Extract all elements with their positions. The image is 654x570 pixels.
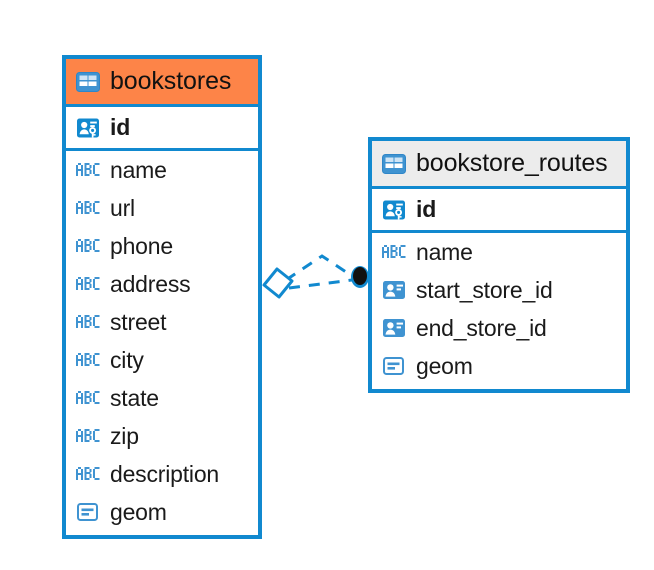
abc-text-icon bbox=[76, 428, 100, 444]
field-list-bookstores: id bbox=[66, 107, 258, 535]
field-row-geom[interactable]: geom bbox=[372, 347, 626, 385]
circle-endpoint[interactable] bbox=[351, 266, 369, 288]
entity-title-bookstore-routes: bookstore_routes bbox=[416, 149, 608, 177]
field-label-description: description bbox=[110, 460, 220, 487]
field-label-id: id bbox=[110, 114, 131, 140]
field-row-name[interactable]: name bbox=[372, 233, 626, 271]
abc-text-icon bbox=[76, 162, 100, 178]
relationship-line-upper bbox=[285, 254, 353, 282]
field-label-state: state bbox=[110, 384, 159, 411]
abc-text-icon bbox=[76, 390, 100, 406]
entity-table-bookstore-routes[interactable]: bookstore_routes id bbox=[368, 137, 630, 393]
entity-header-bookstores[interactable]: bookstores bbox=[66, 59, 258, 107]
abc-text-icon bbox=[76, 238, 100, 254]
field-label-address: address bbox=[110, 270, 191, 297]
field-label-id: id bbox=[416, 196, 437, 222]
field-label-end-store-id: end_store_id bbox=[416, 314, 547, 341]
field-label-name: name bbox=[110, 156, 167, 183]
table-icon bbox=[381, 151, 407, 177]
field-label-city: city bbox=[110, 346, 144, 373]
field-list-bookstore-routes: id nam bbox=[372, 189, 626, 389]
field-row-end-store-id[interactable]: end_store_id bbox=[372, 309, 626, 347]
abc-text-icon bbox=[76, 276, 100, 292]
field-row-id[interactable]: id bbox=[66, 107, 258, 151]
field-row-city[interactable]: city bbox=[66, 341, 258, 379]
geometry-icon bbox=[382, 354, 406, 378]
table-icon bbox=[75, 69, 101, 95]
field-row-street[interactable]: street bbox=[66, 303, 258, 341]
field-row-description[interactable]: description bbox=[66, 455, 258, 493]
field-row-geom[interactable]: geom bbox=[66, 493, 258, 531]
field-row-id[interactable]: id bbox=[372, 189, 626, 233]
geometry-icon bbox=[76, 500, 100, 524]
field-label-geom: geom bbox=[416, 352, 473, 379]
field-label-name: name bbox=[416, 238, 473, 265]
field-label-zip: zip bbox=[110, 422, 139, 449]
field-row-url[interactable]: url bbox=[66, 189, 258, 227]
field-row-phone[interactable]: phone bbox=[66, 227, 258, 265]
abc-text-icon bbox=[382, 244, 406, 260]
field-label-street: street bbox=[110, 308, 167, 335]
field-label-geom: geom bbox=[110, 498, 167, 525]
field-row-start-store-id[interactable]: start_store_id bbox=[372, 271, 626, 309]
entity-table-bookstores[interactable]: bookstores id bbox=[62, 55, 262, 539]
primary-key-icon bbox=[382, 198, 406, 222]
abc-text-icon bbox=[76, 314, 100, 330]
relationship-line-lower bbox=[288, 278, 353, 290]
foreign-key-icon bbox=[382, 278, 406, 302]
abc-text-icon bbox=[76, 352, 100, 368]
entity-title-bookstores: bookstores bbox=[110, 67, 232, 95]
abc-text-icon bbox=[76, 466, 100, 482]
foreign-key-icon bbox=[382, 316, 406, 340]
entity-header-bookstore-routes[interactable]: bookstore_routes bbox=[372, 141, 626, 189]
primary-key-icon bbox=[76, 116, 100, 140]
field-label-start-store-id: start_store_id bbox=[416, 276, 553, 303]
field-row-zip[interactable]: zip bbox=[66, 417, 258, 455]
field-label-url: url bbox=[110, 194, 135, 221]
field-row-state[interactable]: state bbox=[66, 379, 258, 417]
field-label-phone: phone bbox=[110, 232, 173, 259]
abc-text-icon bbox=[76, 200, 100, 216]
field-row-address[interactable]: address bbox=[66, 265, 258, 303]
field-row-name[interactable]: name bbox=[66, 151, 258, 189]
diamond-endpoint[interactable] bbox=[262, 267, 294, 299]
